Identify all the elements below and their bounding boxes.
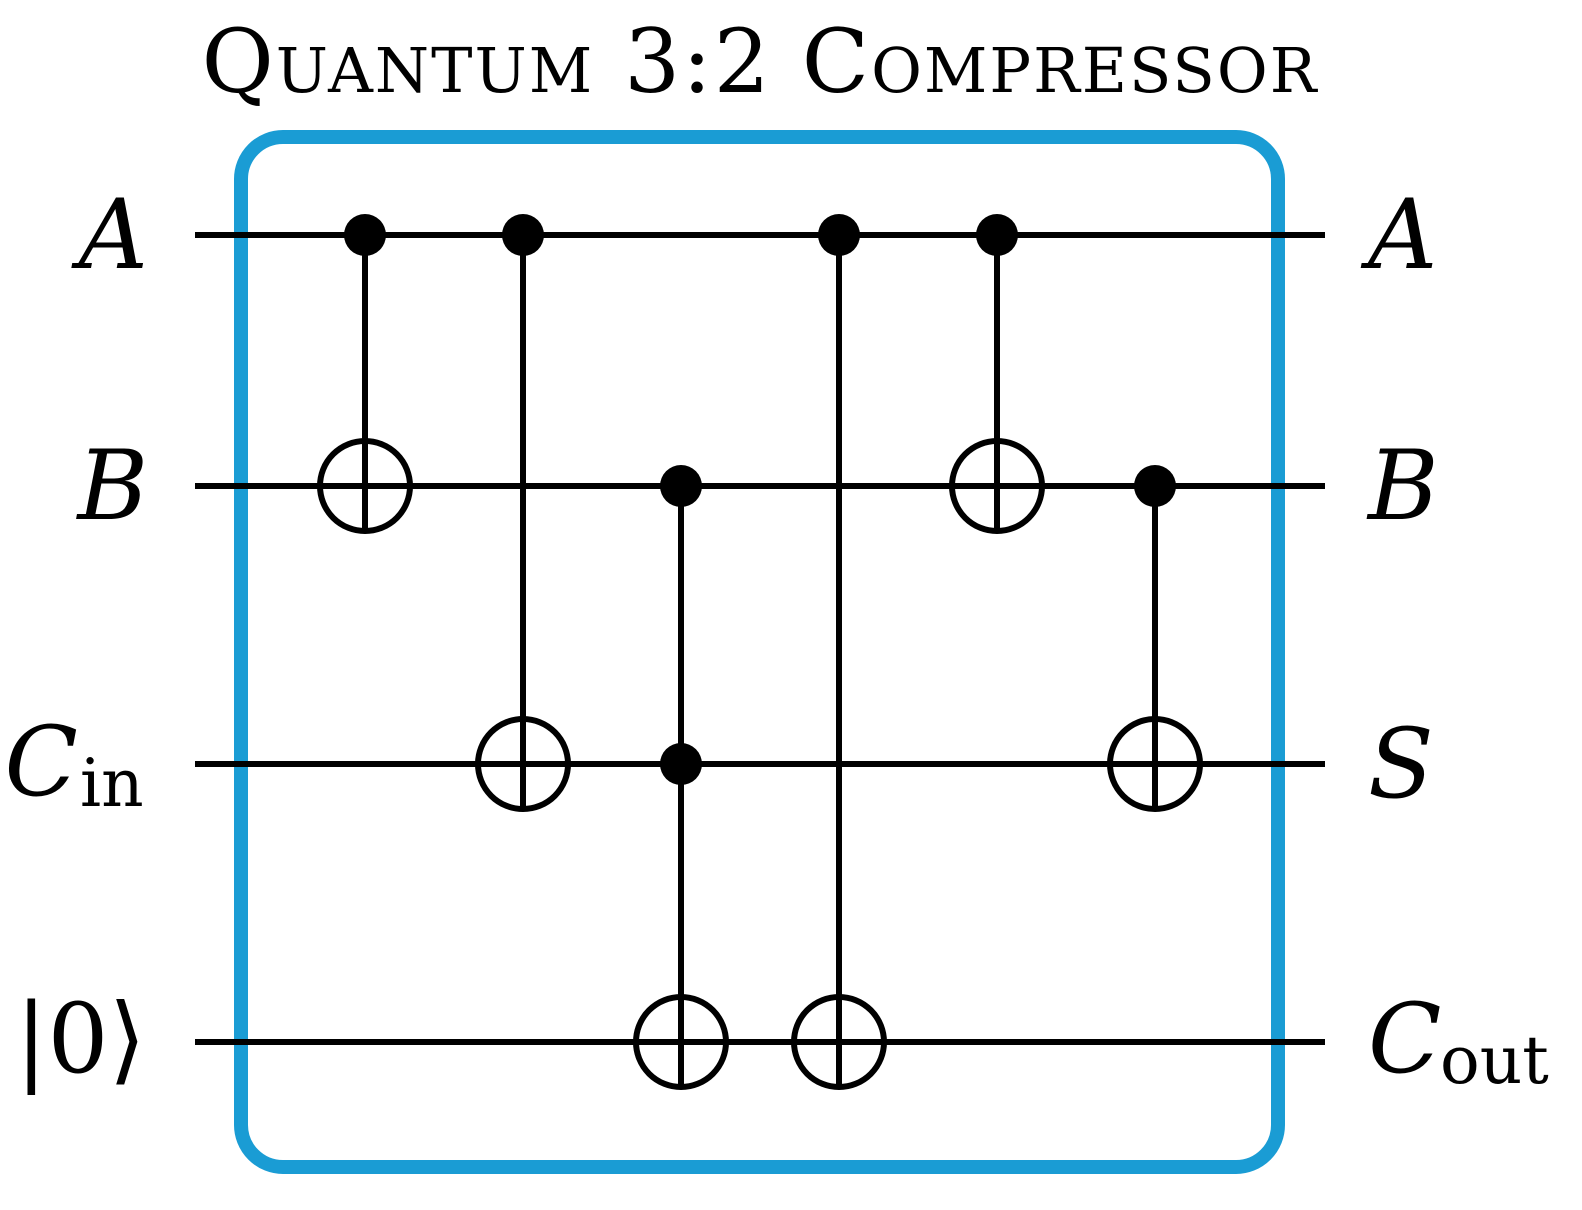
input-labels: A B C in |0⟩ bbox=[5, 179, 148, 1095]
control-dot bbox=[1134, 465, 1176, 507]
output-label-a: A bbox=[1360, 179, 1437, 291]
gate-cnot-3 bbox=[791, 214, 887, 1090]
input-label-c-in: C bbox=[5, 706, 78, 818]
control-dot bbox=[502, 214, 544, 256]
circuit-frame bbox=[234, 130, 1285, 1174]
control-dot bbox=[660, 465, 702, 507]
gate-cnot-0 bbox=[317, 214, 413, 534]
input-label-a: A bbox=[71, 179, 148, 291]
control-dot bbox=[818, 214, 860, 256]
control-dot bbox=[976, 214, 1018, 256]
output-label-s: S bbox=[1368, 708, 1434, 820]
control-dot bbox=[660, 743, 702, 785]
input-label-ket-zero: |0⟩ bbox=[15, 983, 146, 1095]
output-labels: A B S C out bbox=[1360, 179, 1549, 1099]
output-label-b: B bbox=[1366, 430, 1439, 542]
diagram-title: Quantum 3:2 Compressor bbox=[202, 10, 1319, 113]
gate-cnot-4 bbox=[949, 214, 1045, 534]
gate-cnot-1 bbox=[475, 214, 571, 812]
input-label-b: B bbox=[75, 430, 148, 542]
input-label-c-in-subscript: in bbox=[80, 745, 144, 822]
gate-cnot-5 bbox=[1107, 465, 1203, 812]
output-label-c-out: C bbox=[1368, 983, 1441, 1095]
control-dot bbox=[344, 214, 386, 256]
output-label-c-out-subscript: out bbox=[1440, 1022, 1549, 1099]
gate-toffoli-2 bbox=[633, 465, 729, 1090]
gate-layer bbox=[317, 214, 1203, 1090]
